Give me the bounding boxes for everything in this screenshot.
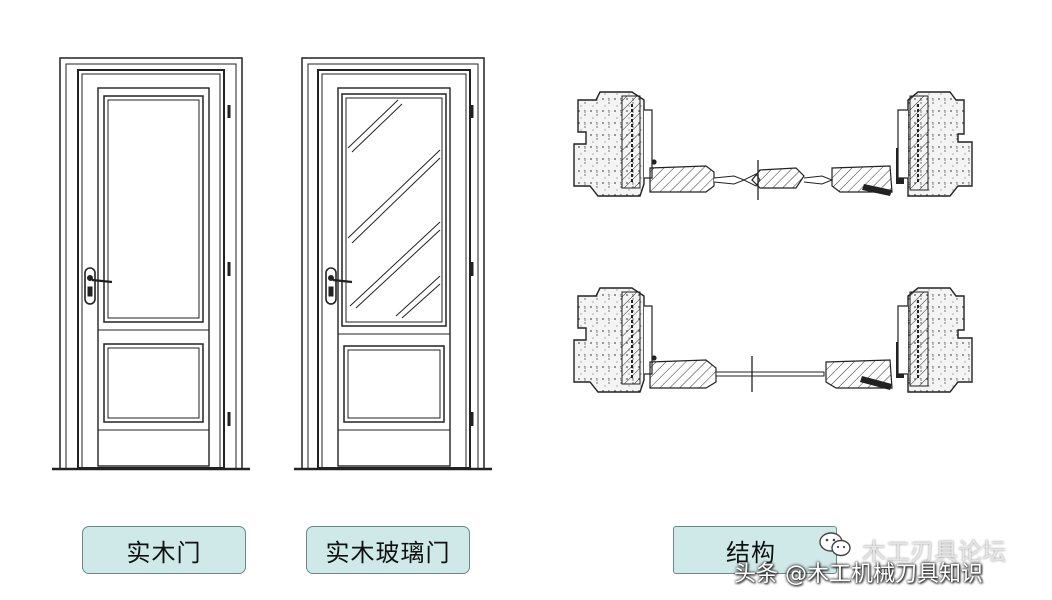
door-structure-section-top bbox=[573, 91, 973, 200]
structure-label: 结构 bbox=[673, 526, 837, 574]
door-handle bbox=[325, 267, 353, 305]
watermark-forum-text: 木工刃具论坛 bbox=[862, 538, 1006, 566]
solid-wood-door-label: 实木门 bbox=[82, 526, 246, 574]
solid-wood-glass-door bbox=[294, 57, 492, 471]
solid-wood-glass-door-label: 实木玻璃门 bbox=[306, 526, 470, 574]
wechat-icon bbox=[819, 532, 851, 557]
watermark-author-text: 头条 @木工机械刀具知识 bbox=[734, 562, 983, 587]
solid-wood-door bbox=[52, 57, 250, 471]
door-structure-section-bottom bbox=[573, 287, 973, 393]
door-handle bbox=[84, 267, 113, 305]
glass-pane-reflection bbox=[347, 99, 441, 319]
